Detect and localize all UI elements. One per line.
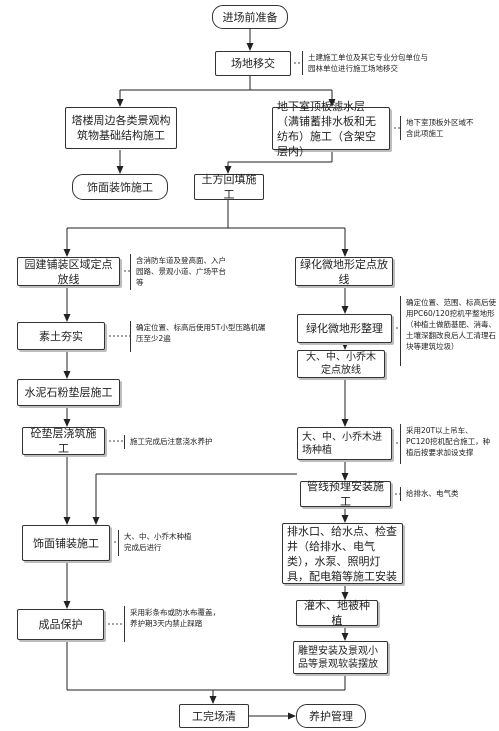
node-prep: 进场前准备 xyxy=(212,5,288,29)
note-terrain-shaping: 确定位置、范围、标高后使用PC60/120挖机平整地形（种植土做筋基肥、消毒、土… xyxy=(400,296,496,366)
node-shrub-planting: 灌木、地被种植 xyxy=(296,599,378,627)
node-earth-backfill: 土方回填施工 xyxy=(194,173,264,201)
note-paving-layout: 含消防车道及登高面、入户园路、景观小道、广场平台等 xyxy=(130,254,233,290)
node-tree-layout: 大、中、小乔木定点放线 xyxy=(297,350,385,378)
node-drainage-install: 排水口、给水点、检查井（给排水、电气类），水泵、照明灯具，配电箱等施工安装 xyxy=(282,523,403,584)
node-tree-planting: 大、中、小乔木进场种植 xyxy=(297,427,392,460)
node-cement-stone: 水泥石粉垫层施工 xyxy=(17,379,120,406)
node-tower-foundation: 塔楼周边各类景观构筑物基础结构施工 xyxy=(65,107,177,149)
node-sculpture: 雕塑安装及景观小品等景观软装摆放 xyxy=(293,641,388,674)
note-leaders xyxy=(104,62,400,625)
node-cleanup: 工完场清 xyxy=(179,704,249,728)
node-handover: 场地移交 xyxy=(215,51,291,76)
node-pipeline: 管线预埋安装施工 xyxy=(300,480,391,508)
node-soil-compact: 素土夯实 xyxy=(17,322,105,350)
note-pipeline: 给排水、电气类 xyxy=(400,487,470,501)
flow-connectors xyxy=(63,29,349,720)
note-tree-planting: 采用20T以上吊车、PC120挖机配合施工，种植后按要求加设支撑 xyxy=(400,424,496,464)
node-basement-drain: 地下室顶板滤水层（满铺蓄排水板和无纺布）施工（含架空层内） xyxy=(272,100,390,158)
note-soil-compact: 确定位置、标高后使用5T小型压路机碾压至少2遍 xyxy=(130,321,268,352)
node-paving-layout: 园建铺装区域定点放线 xyxy=(17,257,120,286)
node-product-protect: 成品保护 xyxy=(17,609,104,640)
node-paving-finish: 饰面铺装施工 xyxy=(22,525,110,561)
node-maintenance: 养护管理 xyxy=(296,704,366,728)
note-basement-drain: 地下室顶板外区域不含此项施工 xyxy=(400,116,474,140)
node-green-layout: 绿化微地形定点放线 xyxy=(295,257,393,286)
node-concrete-pour: 砼垫层浇筑施工 xyxy=(22,427,105,455)
note-concrete-pour: 施工完成后注意浇水养护 xyxy=(124,435,230,449)
note-product-protect: 采用彩条布或防水布覆盖，养护期3天内禁止踩踏 xyxy=(124,606,224,642)
node-decor-finish-top: 饰面装饰施工 xyxy=(72,174,168,200)
note-paving-finish: 大、中、小乔木种植完成后进行 xyxy=(118,530,196,556)
node-terrain-shaping: 绿化微地形整理 xyxy=(297,314,392,343)
note-handover: 土建施工单位及其它专业分包单位与园林单位进行施工场地移交 xyxy=(302,51,434,75)
